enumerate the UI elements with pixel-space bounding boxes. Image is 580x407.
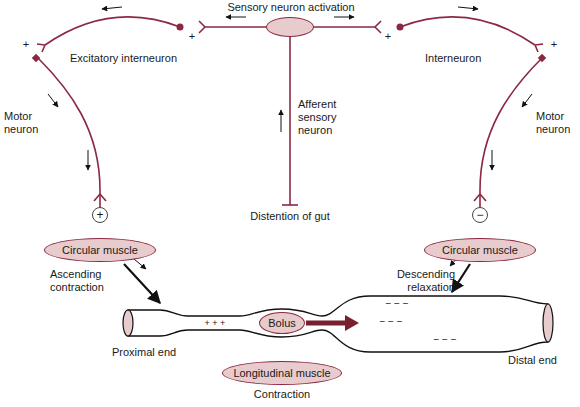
movement-arrow	[306, 321, 346, 326]
neural-pathway	[38, 17, 266, 207]
synapse-sign: +	[92, 207, 108, 223]
flow-arrow	[134, 259, 146, 269]
charge-signs: − − −	[372, 298, 422, 310]
bolus-shape: Bolus	[259, 312, 305, 334]
flow-arrow	[334, 17, 354, 18]
sensory-neuron-soma: Sensory neuron activation	[266, 17, 314, 37]
synapse-sign: +	[382, 30, 394, 43]
node-text: Longitudinal muscle	[233, 367, 330, 379]
tube-opening	[123, 310, 133, 336]
muscle-ellipse: Circular muscle	[424, 238, 536, 262]
charge-signs: − − −	[420, 334, 470, 346]
synaptic-fork	[535, 44, 543, 52]
interneuron-bulb	[397, 24, 404, 31]
flow-arrow	[281, 110, 282, 132]
motor-neuron-soma	[538, 54, 546, 62]
node-text: Circular muscle	[442, 244, 518, 256]
afferent-neuron	[289, 37, 291, 205]
synapse-sign: +	[20, 38, 32, 51]
afferent-ending	[282, 204, 298, 206]
tube-opening	[543, 304, 553, 342]
synapse-sign: +	[548, 38, 560, 51]
synaptic-fork	[37, 44, 45, 52]
flow-arrow	[88, 150, 89, 170]
neuron-label: Interneuron	[425, 52, 515, 65]
neuron-label: Motor neuron	[4, 110, 46, 136]
node-text: −	[476, 209, 483, 221]
flow-arrow	[522, 94, 532, 107]
charge-signs: + + +	[195, 317, 235, 329]
charge-signs: − − −	[366, 316, 416, 328]
motor-neuron-soma	[32, 54, 40, 62]
muscle-ellipse: Longitudinal muscle	[222, 361, 342, 385]
synaptic-fork	[375, 21, 381, 33]
flow-arrow	[492, 150, 493, 170]
neural-pathway	[314, 17, 542, 207]
neuron-label: Excitatory interneuron	[70, 52, 210, 65]
flow-arrow	[48, 94, 58, 107]
movement-arrowhead	[345, 315, 359, 331]
synaptic-fork	[199, 21, 205, 33]
motor-ending	[474, 194, 486, 201]
synapse-sign: +	[186, 30, 198, 43]
flow-arrow	[226, 17, 246, 18]
end-label: Proximal end	[112, 346, 192, 359]
interneuron-bulb	[177, 24, 184, 31]
flow-arrow	[102, 7, 122, 9]
end-label: Distal end	[508, 354, 578, 367]
node-text: +	[96, 209, 103, 221]
stimulus-label: Distention of gut	[230, 210, 350, 223]
muscle-ellipse: Circular muscle	[44, 238, 156, 262]
gut-tube	[128, 296, 548, 352]
action-label: Contraction	[222, 388, 342, 401]
node-text: Bolus	[268, 317, 296, 329]
motor-ending	[94, 194, 106, 201]
flow-arrow	[458, 7, 478, 9]
action-label: Descending relaxation	[385, 268, 455, 294]
action-label: Ascending contraction	[50, 268, 120, 294]
node-text: Circular muscle	[62, 244, 138, 256]
node-heading: Sensory neuron activation	[191, 1, 391, 13]
action-arrow	[124, 264, 160, 303]
synapse-sign: −	[472, 207, 488, 223]
neuron-label: Afferent sensory neuron	[298, 98, 350, 137]
neuron-label: Motor neuron	[536, 110, 578, 136]
